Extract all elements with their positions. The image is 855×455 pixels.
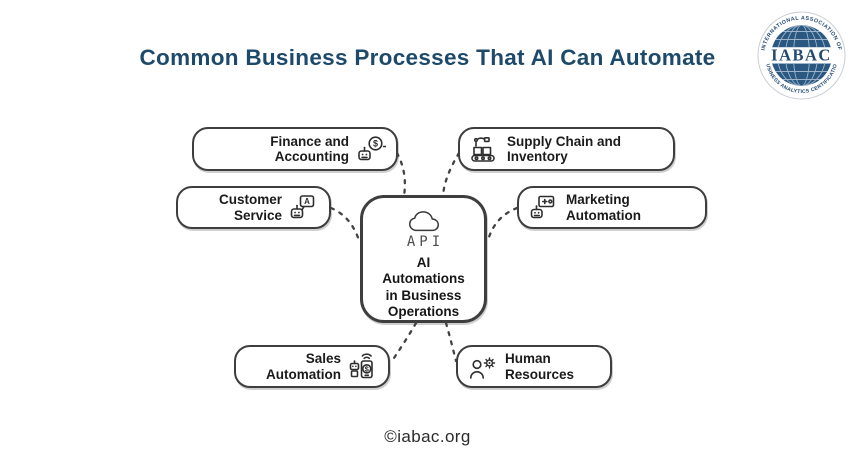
connector-customer-center — [329, 206, 361, 242]
center-node-label: AI Automations in Business Operations — [382, 255, 465, 319]
node-label: Marketing Automation — [566, 192, 641, 223]
robot-chat-bubble-icon: A — [290, 194, 315, 218]
svg-text:$: $ — [373, 139, 378, 149]
api-label: API — [406, 234, 445, 251]
robot-arm-conveyor-icon — [471, 136, 495, 162]
node-label: Supply Chain and Inventory — [507, 133, 622, 164]
page-title: Common Business Processes That AI Can Au… — [139, 45, 716, 70]
robot-dollar-coin-icon: $ — [358, 136, 386, 161]
node-sales-automation: Sales Automation $ — [234, 345, 390, 388]
node-label: Customer Service — [218, 192, 282, 223]
footer-credit: ©iabac.org — [384, 427, 471, 446]
person-gear-icon — [470, 356, 496, 379]
node-supply-chain-inventory: Supply Chain and Inventory — [458, 127, 675, 171]
robot-phone-dollar-icon: $ — [349, 352, 373, 378]
logo-wordmark: IABAC — [771, 46, 832, 65]
node-finance-accounting: Finance and Accounting $ — [192, 127, 398, 171]
svg-text:$: $ — [365, 364, 370, 373]
connector-center-sales — [390, 321, 418, 363]
connector-marketing-center — [486, 206, 519, 242]
node-label: Finance and Accounting — [270, 133, 349, 164]
connector-finance-center — [395, 151, 407, 198]
node-label: Sales Automation — [266, 351, 341, 382]
node-human-resources: Human Resources — [456, 345, 612, 388]
node-label: Human Resources — [505, 351, 575, 382]
iabac-logo: INTERNATIONAL ASSOCIATION OF BUSINESS AN… — [757, 11, 846, 100]
svg-text:A: A — [304, 197, 310, 206]
connector-supply-center — [441, 151, 461, 198]
node-marketing-automation: Marketing Automation — [517, 186, 707, 229]
robot-ad-card-icon — [530, 195, 555, 218]
cloud-api-icon — [408, 211, 439, 232]
node-ai-automations-center: API AI Automations in Business Operation… — [360, 195, 487, 323]
node-customer-service: Customer Service A — [176, 186, 331, 229]
connector-center-hr — [444, 321, 458, 363]
